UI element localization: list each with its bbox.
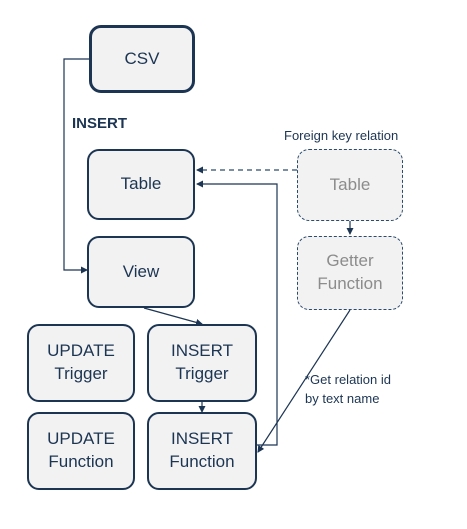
insert-trigger-label: INSERT Trigger [170, 341, 234, 383]
update-trigger-label: UPDATE Trigger [47, 341, 115, 383]
table-node: Table [87, 149, 195, 220]
insert-function-node: INSERT Function [147, 412, 257, 490]
foreign-table-node: Table [297, 149, 403, 221]
getter-function-label: Getter Function [317, 251, 383, 293]
foreign-key-relation-label: Foreign key relation [284, 128, 399, 143]
update-trigger-node: UPDATE Trigger [27, 324, 135, 402]
get-relation-note: *Get relation id by text name [305, 372, 391, 406]
getter-function-node: Getter Function [297, 236, 403, 310]
view-node-label: View [122, 261, 160, 281]
csv-node: CSV [89, 25, 195, 93]
connector-insert-function-to-table [196, 180, 278, 446]
update-function-label: UPDATE Function [47, 429, 115, 471]
insert-function-label: INSERT Function [169, 429, 235, 471]
update-function-node: UPDATE Function [27, 412, 135, 490]
table-node-label: Table [120, 174, 162, 194]
view-node: View [87, 236, 195, 308]
connector-getter-to-insert-function [257, 309, 351, 453]
connector-view-to-insert-trigger [143, 307, 203, 326]
insert-trigger-node: INSERT Trigger [147, 324, 257, 402]
foreign-table-label: Table [329, 174, 371, 194]
insert-label: INSERT [72, 115, 128, 132]
csv-node-label: CSV [124, 48, 160, 68]
connector-csv-to-view [63, 58, 89, 274]
